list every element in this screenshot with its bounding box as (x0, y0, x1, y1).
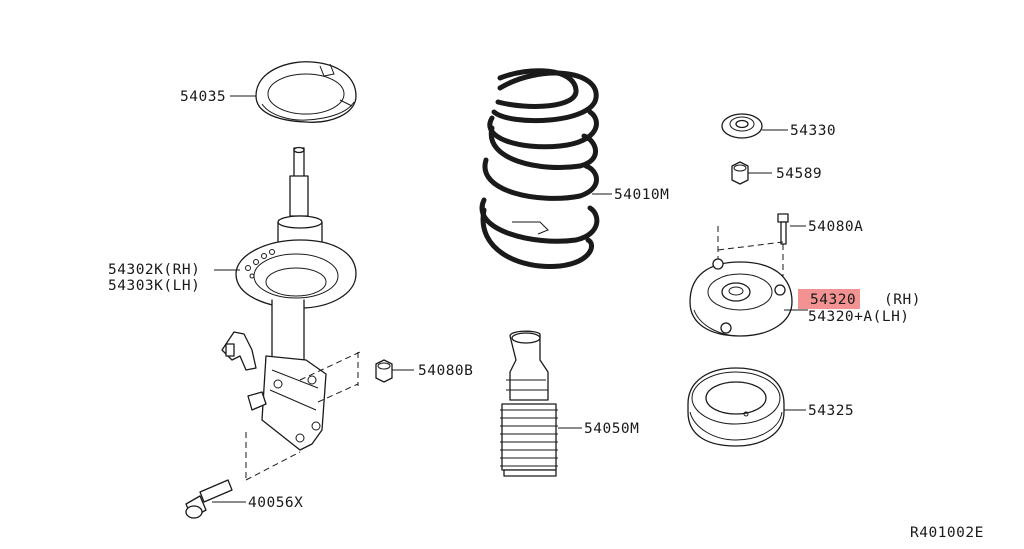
label-54325: 54325 (808, 403, 854, 419)
bolt-40056x[interactable] (185, 479, 233, 519)
bearing-54325[interactable] (687, 367, 785, 447)
alignment-lines-strut (245, 351, 361, 481)
coil-spring-54010m[interactable] (479, 68, 600, 269)
label-54320-rh: (RH) (884, 292, 921, 308)
label-54010m: 54010M (614, 187, 669, 203)
bellows-54050m[interactable] (500, 330, 558, 477)
strut-assembly-54302k[interactable] (221, 146, 357, 451)
reference-code: R401002E (910, 525, 984, 541)
label-54035: 54035 (180, 89, 226, 105)
label-54303k: 54303K(LH) (108, 278, 200, 294)
label-54080a: 54080A (808, 219, 863, 235)
bolt-54080a[interactable] (777, 213, 789, 245)
cap-54330[interactable] (721, 113, 763, 139)
label-54080b: 54080B (418, 363, 473, 379)
spring-seat-54035[interactable] (255, 61, 357, 123)
strut-mount-54320[interactable] (689, 258, 793, 337)
nut-54589[interactable] (731, 161, 749, 185)
label-54589: 54589 (776, 166, 822, 182)
label-40056x: 40056X (248, 495, 303, 511)
label-54330: 54330 (790, 123, 836, 139)
label-54050m: 54050M (584, 421, 639, 437)
nut-54080b[interactable] (375, 359, 393, 383)
label-54320: 54320 (810, 292, 856, 308)
highlight-54320 (798, 289, 860, 309)
label-54302k: 54302K(RH) (108, 262, 200, 278)
label-54320-lh: 54320+A(LH) (808, 309, 910, 325)
